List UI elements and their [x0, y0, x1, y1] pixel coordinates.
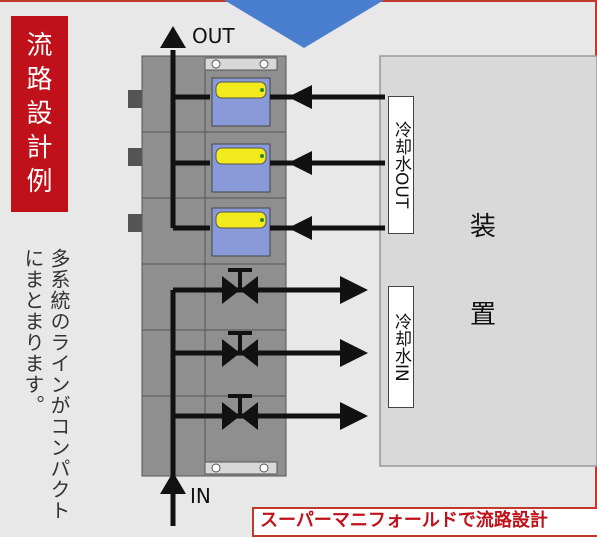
return-arrow-2 [288, 151, 312, 175]
tag-char: 設 [26, 99, 53, 129]
flowmeter-1 [211, 77, 271, 127]
coolant-out-label: 冷却水OUT [388, 96, 414, 234]
device-box [379, 55, 597, 467]
supply-arrow-3 [340, 402, 368, 430]
bottom-banner: スーパーマニフォールドで流路設計 [252, 507, 597, 537]
tag-char: 路 [26, 65, 53, 95]
top-triangle-decoration [224, 0, 384, 48]
flowmeter-2 [211, 143, 271, 193]
tag-char: 流 [26, 31, 53, 61]
tag-char: 例 [26, 167, 53, 197]
return-arrow-1 [288, 85, 312, 109]
description-col1: 多系統のラインがコンパクト [47, 248, 71, 521]
out-label: OUT [192, 24, 235, 48]
device-char-2: 置 [470, 300, 497, 330]
coolant-in-label: 冷却水IN [388, 286, 414, 408]
out-arrow-head [160, 26, 186, 48]
supply-arrow-1 [340, 276, 368, 304]
description-col2: にまとまります。 [21, 248, 45, 416]
tag-char: 計 [26, 133, 53, 163]
device-diagram [128, 26, 597, 526]
valve-2 [222, 331, 258, 367]
flowmeter-3 [211, 207, 271, 257]
in-label: IN [190, 484, 211, 508]
valve-1 [222, 268, 258, 304]
in-arrow-head [160, 472, 186, 494]
device-char-1: 装 [470, 212, 497, 242]
supply-arrow-2 [340, 339, 368, 367]
valve-3 [222, 394, 258, 430]
return-arrow-3 [288, 216, 312, 240]
section-tag: 流 路 設 計 例 [11, 16, 68, 212]
